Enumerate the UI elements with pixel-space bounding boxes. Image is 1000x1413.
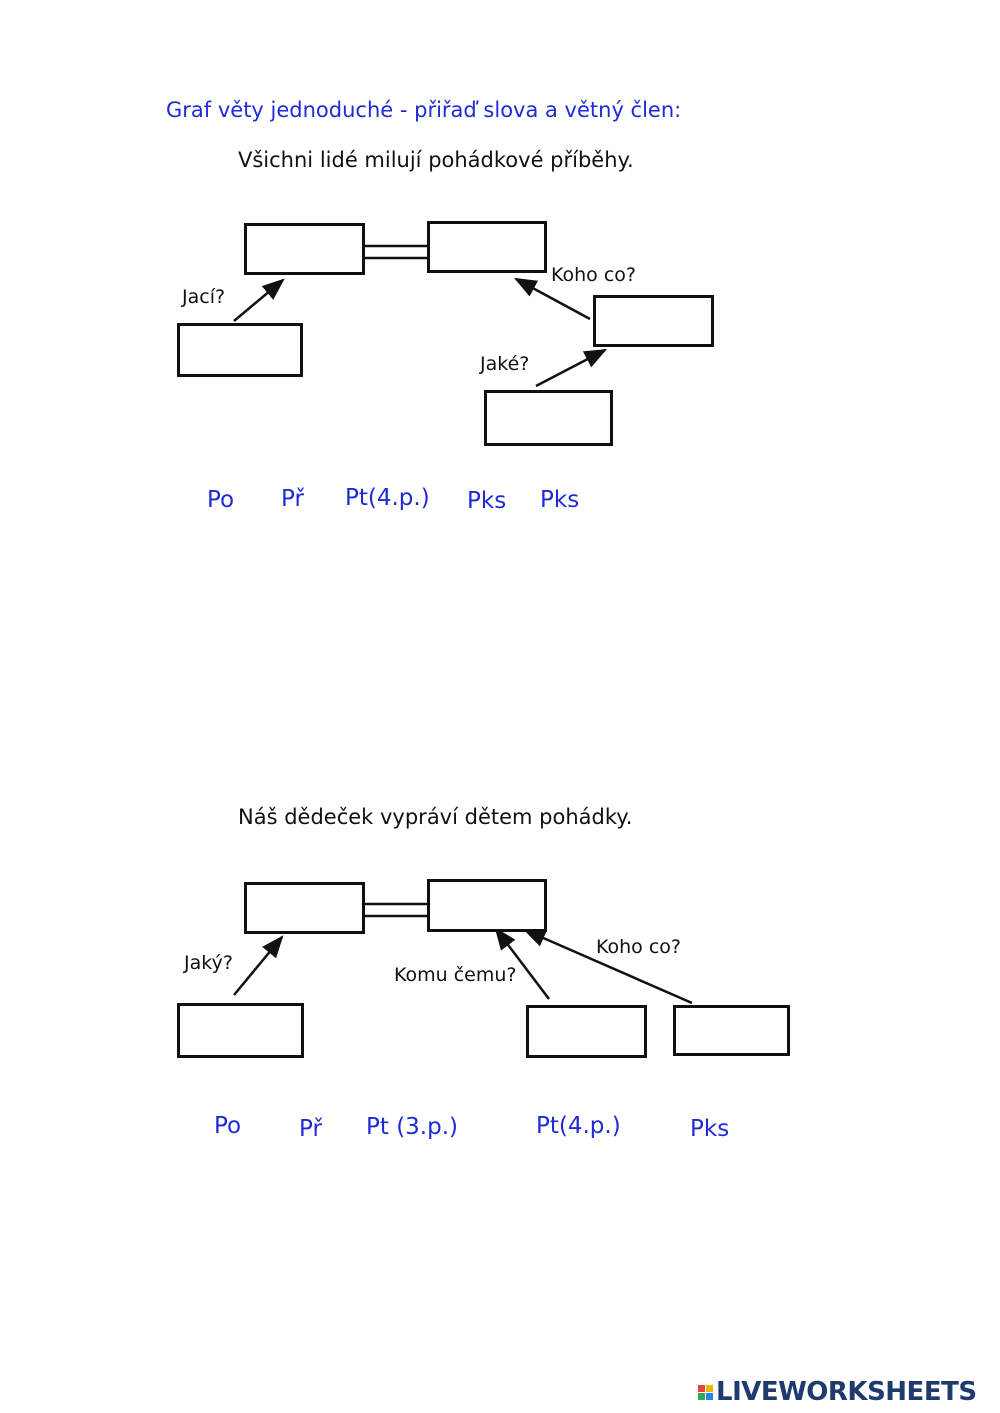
exercise2-arrow-komu-cemu	[494, 927, 550, 1000]
exercise1-subject-box[interactable]	[244, 223, 365, 275]
exercise1-tag[interactable]: Pks	[540, 487, 580, 513]
exercise2-question-komu-cemu: Komu čemu?	[394, 964, 517, 986]
exercise1-arrow-jake	[535, 348, 607, 388]
exercise1-object-box[interactable]	[593, 295, 714, 347]
exercise2-tag[interactable]: Př	[299, 1116, 322, 1142]
logo-square-green	[698, 1392, 705, 1400]
exercise1-arrow-koho-co	[514, 277, 591, 321]
exercise2-arrow-koho-co	[522, 928, 693, 1005]
exercise2-predicate-box[interactable]	[427, 879, 547, 932]
exercise2-sentence: Náš dědeček vypráví dětem pohádky.	[238, 805, 633, 829]
exercise2-tag[interactable]: Pks	[690, 1116, 730, 1142]
exercise1-question-jake: Jaké?	[480, 353, 530, 375]
exercise1-tag[interactable]: Pks	[467, 488, 507, 514]
worksheet-title: Graf věty jednoduché - přiřaď slova a vě…	[166, 98, 682, 122]
exercise2-arrow-jaky	[233, 935, 284, 996]
exercise2-question-koho-co: Koho co?	[596, 936, 681, 958]
exercise2-question-jaky: Jaký?	[184, 952, 233, 974]
exercise1-question-koho-co: Koho co?	[551, 264, 636, 286]
logo-square-blue	[706, 1392, 713, 1400]
exercise2-dative-object-box[interactable]	[526, 1005, 647, 1058]
exercise1-arrow-jaci	[233, 278, 285, 322]
logo-text: LIVEWORKSHEETS	[716, 1377, 977, 1407]
liveworksheets-logo-icon	[698, 1384, 713, 1400]
logo-square-yellow	[706, 1384, 713, 1392]
exercise2-subject-box[interactable]	[244, 882, 365, 934]
exercise2-tag[interactable]: Po	[214, 1113, 242, 1139]
exercise2-tag[interactable]: Pt(4.p.)	[536, 1113, 621, 1139]
exercise1-object-attribute-box[interactable]	[484, 390, 613, 446]
exercise1-predicate-link	[364, 244, 428, 260]
exercise2-subject-attribute-box[interactable]	[177, 1003, 304, 1058]
exercise1-sentence: Všichni lidé milují pohádkové příběhy.	[238, 148, 634, 172]
exercise1-subject-attribute-box[interactable]	[177, 323, 303, 377]
exercise1-question-jaci: Jací?	[182, 286, 226, 308]
exercise1-predicate-box[interactable]	[427, 221, 547, 273]
logo-square-red	[698, 1384, 705, 1392]
exercise1-tag[interactable]: Pt(4.p.)	[345, 485, 430, 511]
exercise2-tag[interactable]: Pt (3.p.)	[366, 1114, 458, 1140]
exercise2-predicate-link	[364, 902, 428, 918]
exercise1-tag[interactable]: Po	[207, 487, 235, 513]
exercise2-accusative-object-box[interactable]	[673, 1005, 790, 1056]
exercise1-tag[interactable]: Př	[281, 486, 304, 512]
liveworksheets-logo: LIVEWORKSHEETS	[698, 1377, 977, 1407]
